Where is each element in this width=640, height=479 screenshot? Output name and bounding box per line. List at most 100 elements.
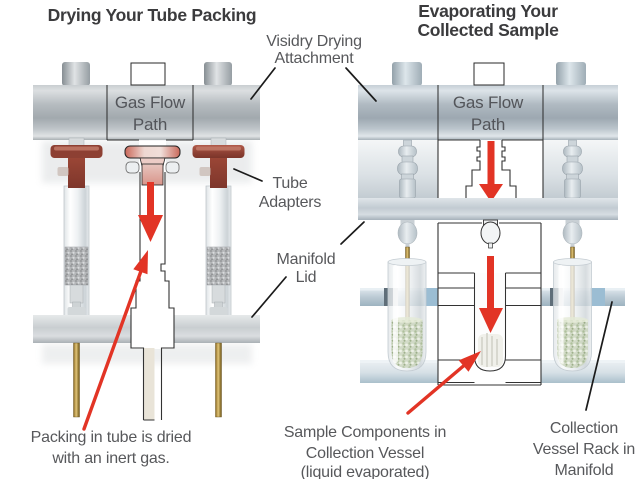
manifold-body bbox=[33, 85, 260, 140]
needle bbox=[215, 342, 222, 418]
vessel-sample bbox=[557, 320, 588, 368]
tube-packing bbox=[206, 246, 231, 286]
annotations: Drying Your Tube Packing Evaporating You… bbox=[31, 1, 636, 479]
channel-wall-outline bbox=[465, 140, 517, 198]
visidry-label-line1: Visidry Drying bbox=[266, 33, 362, 50]
packed-tube-right bbox=[192, 137, 245, 317]
evaporated-residue bbox=[478, 333, 503, 367]
lid-collar bbox=[67, 307, 86, 316]
cutaway-outline bbox=[106, 85, 194, 141]
fitting-ridge bbox=[562, 161, 583, 176]
right-title-line2: Collected Sample bbox=[417, 20, 559, 40]
lower-cutaway bbox=[437, 219, 542, 386]
sample-callout-arrow-icon bbox=[406, 351, 481, 415]
adapter-stem bbox=[68, 158, 85, 188]
arrow-head bbox=[133, 250, 148, 275]
arrow-shaft bbox=[147, 182, 154, 216]
cutaway-outline bbox=[437, 139, 544, 198]
adapter-cut-stem bbox=[141, 163, 164, 186]
arrow-shaft bbox=[487, 141, 495, 184]
adapter-highlight bbox=[54, 146, 99, 151]
manifold-lid-pointer-right bbox=[340, 221, 365, 245]
adapter-nub bbox=[199, 167, 211, 176]
manifold-peg bbox=[392, 62, 422, 86]
rack-note-line1: Collection bbox=[550, 420, 618, 437]
arrow-shaft bbox=[82, 269, 143, 431]
tube-adapters-label-line2: Adapters bbox=[259, 194, 322, 211]
cutaway-outline bbox=[437, 222, 542, 386]
sample-note-line1: Sample Components in bbox=[284, 424, 446, 441]
gas-flow-label-left-line1: Gas Flow bbox=[115, 93, 186, 112]
gas-flow-arrow-down-icon bbox=[479, 141, 503, 202]
cutaway-white bbox=[131, 312, 174, 349]
rack-clip-blue bbox=[424, 288, 439, 306]
manifold-peg bbox=[204, 62, 232, 86]
upper-cutaway bbox=[437, 139, 544, 202]
fitting-nib bbox=[405, 243, 410, 249]
right-title-line1: Evaporating Your bbox=[418, 1, 558, 21]
cutaway-outline bbox=[437, 85, 544, 140]
drip-fitting-left bbox=[397, 220, 418, 249]
vessel-sample bbox=[391, 320, 423, 368]
vessel-rim bbox=[553, 258, 592, 266]
adapter-highlight bbox=[196, 146, 241, 151]
fitting-ridge bbox=[563, 145, 582, 158]
fitting-bulb bbox=[480, 221, 501, 245]
right-apparatus bbox=[358, 62, 625, 386]
fitting-ridge bbox=[397, 161, 418, 176]
gas-manifold-block-left bbox=[33, 62, 260, 141]
tube-packing bbox=[64, 246, 89, 286]
manifold-lid-right bbox=[358, 198, 618, 220]
glass-highlight bbox=[558, 265, 564, 363]
packing-note-line1: Packing in tube is dried bbox=[31, 429, 192, 446]
sample-meniscus bbox=[391, 317, 423, 323]
manifold-lid-label-line1: Manifold bbox=[277, 251, 336, 268]
tube-adapters-label-line1: Tube bbox=[272, 175, 307, 192]
fitting-base bbox=[564, 178, 581, 199]
collar bbox=[68, 137, 85, 147]
rack-bar-section-lines bbox=[438, 287, 541, 384]
fitting-bulb bbox=[397, 221, 418, 245]
manifold-peg bbox=[62, 62, 90, 86]
center-tube-cutaway-left bbox=[124, 141, 181, 421]
rack-clip-blue bbox=[590, 288, 605, 306]
manifold-lid-label-line2: Lid bbox=[296, 269, 317, 286]
fitting-ridge bbox=[398, 145, 417, 158]
visidry-pointer-right bbox=[345, 67, 377, 102]
rack-note-line2: Vessel Rack in bbox=[533, 441, 635, 458]
arrow-shaft bbox=[406, 363, 466, 415]
adapter-cut-disc bbox=[124, 145, 181, 159]
evaporation-arrow-down-icon bbox=[479, 256, 503, 333]
manifold-center-port bbox=[473, 62, 505, 86]
residue-streaks bbox=[481, 333, 498, 367]
tube-adapter-fitting-right bbox=[562, 139, 583, 199]
fitting-bulb bbox=[562, 221, 583, 245]
drip-fitting-right bbox=[562, 220, 583, 249]
fitting-nib bbox=[488, 242, 493, 249]
vessel-rim bbox=[387, 258, 427, 266]
luer-fitting bbox=[69, 284, 84, 304]
packed-tube-left bbox=[50, 137, 103, 317]
collar bbox=[210, 137, 227, 147]
arrow-head bbox=[479, 308, 503, 333]
luer-fitting bbox=[211, 284, 226, 304]
arrow-head bbox=[458, 351, 481, 372]
adapter-wing bbox=[125, 161, 140, 174]
rack-note-line3: Manifold bbox=[555, 462, 614, 479]
gas-flow-label-right-line1: Gas Flow bbox=[453, 93, 524, 112]
manifold-lid-pointer-left bbox=[251, 276, 287, 318]
drip-fitting-cutaway bbox=[480, 219, 501, 249]
adapter-nub bbox=[57, 167, 69, 176]
fitting-nib bbox=[570, 243, 575, 249]
sample-note-line2: Collection Vessel bbox=[306, 445, 424, 462]
arrow-head bbox=[138, 215, 163, 242]
gas-flow-arrow-down-icon bbox=[138, 182, 163, 242]
left-apparatus bbox=[33, 62, 260, 421]
packing-callout-arrow-icon bbox=[82, 250, 148, 431]
glass-highlight bbox=[393, 265, 398, 363]
manifold-center-port bbox=[130, 62, 166, 86]
rack-pointer bbox=[585, 301, 613, 411]
